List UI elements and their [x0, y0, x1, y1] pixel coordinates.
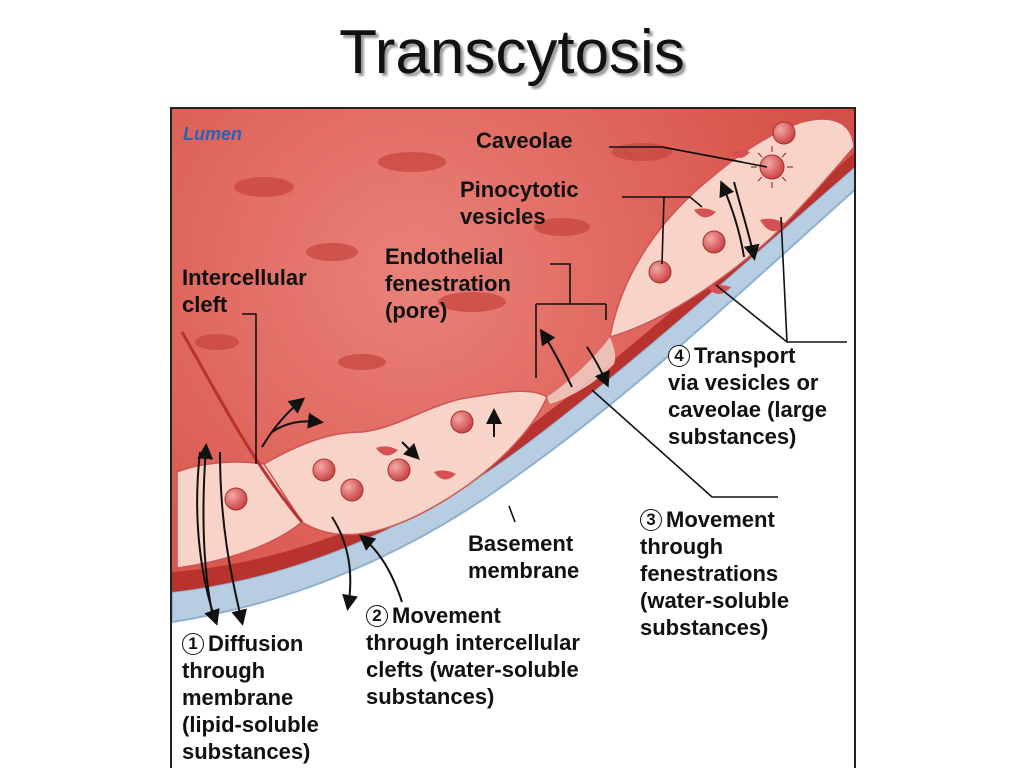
- pinocytotic-vesicle-group: [224, 121, 796, 511]
- intercellular-cleft-line: [180, 331, 304, 523]
- step-1-rest: through membrane (lipid-soluble substanc…: [182, 658, 319, 764]
- caveolae-text: Caveolae: [476, 128, 573, 153]
- pinocytotic-text: Pinocytotic vesicles: [460, 177, 579, 229]
- lumen-label: Lumen: [183, 124, 243, 144]
- endothelial-fenestration-label: Endothelial fenestration (pore): [385, 243, 511, 324]
- step-2-first: Movement: [392, 603, 501, 628]
- endothelial-text: Endothelial fenestration (pore): [385, 244, 511, 323]
- fenestration-gap: [547, 337, 616, 404]
- step-1-first: Diffusion: [208, 631, 304, 656]
- step-2-rest: through intercellular clefts (water-solu…: [366, 630, 580, 709]
- step-4-rest: via vesicles or caveolae (large substanc…: [668, 370, 827, 449]
- slide-title: Transcytosis: [339, 18, 685, 87]
- intercellular-cleft-label: Intercellular cleft: [182, 264, 307, 318]
- basement-text: Basement membrane: [468, 531, 580, 583]
- step-2-number: 2: [366, 605, 388, 627]
- step-3-number: 3: [640, 509, 662, 531]
- basement-membrane-label: Basement membrane: [468, 530, 579, 584]
- leader-lines: [242, 146, 847, 523]
- pinocytotic-label: Pinocytotic vesicles: [460, 176, 579, 230]
- step-3-first: Movement: [666, 507, 775, 532]
- step-4-number: 4: [668, 345, 690, 367]
- endothelial-cell-right: [609, 118, 854, 339]
- intercellular-text: Intercellular cleft: [182, 265, 307, 317]
- step-4-first: Transport: [694, 343, 796, 368]
- capillary-diagram: [170, 107, 856, 768]
- step-3-rest: through fenestrations (water-soluble sub…: [640, 534, 790, 640]
- caveolae-label: Caveolae: [476, 127, 573, 154]
- step-1-number: 1: [182, 633, 204, 655]
- transport-arrows: [196, 180, 760, 626]
- caveolae-vesicle: [751, 146, 793, 188]
